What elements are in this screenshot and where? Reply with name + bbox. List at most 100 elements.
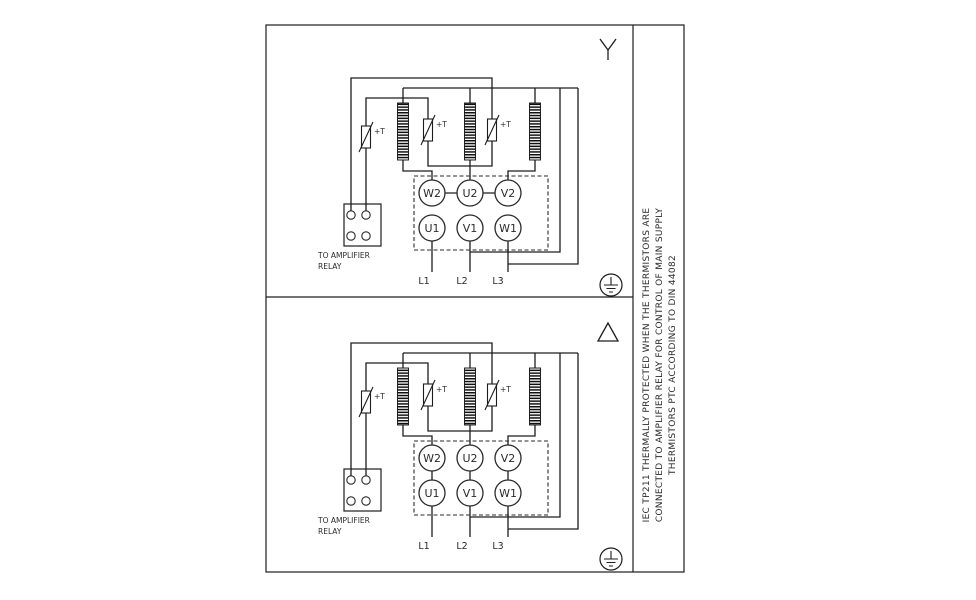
thermistor-feed-wire xyxy=(350,77,493,204)
thermistor-2-diagonal xyxy=(420,114,436,146)
terminal-u2-label: U2 xyxy=(462,452,477,465)
outer-border xyxy=(265,24,685,573)
winding-coil-2 xyxy=(464,367,476,426)
thermistor-3-diagonal xyxy=(484,379,500,411)
thermistor-3-label: +T xyxy=(500,120,511,129)
supply-wires xyxy=(431,241,509,272)
terminal-board-outline xyxy=(413,175,549,251)
connector-pin xyxy=(361,231,371,241)
terminal-w1 xyxy=(494,479,522,507)
motor-windings xyxy=(397,367,541,426)
right-return-wire-2 xyxy=(508,88,579,265)
terminal-v1-label: V1 xyxy=(463,487,478,500)
winding-to-w2-wire xyxy=(402,160,433,180)
relay-pin-stubs xyxy=(350,204,367,211)
thermistor-2-diagonal xyxy=(420,379,436,411)
thermistor-1 xyxy=(360,125,372,149)
connector-pin xyxy=(361,475,371,485)
terminal-v1 xyxy=(456,479,484,507)
right-return-wire-1 xyxy=(470,88,561,253)
amplifier-relay-connector: TO AMPLIFIER RELAY xyxy=(317,203,382,271)
connector-pin xyxy=(361,210,371,220)
terminal-u1 xyxy=(418,214,446,242)
supply-l3-label: L3 xyxy=(492,541,503,552)
winding-to-v2-wire xyxy=(507,160,536,180)
terminal-v2 xyxy=(494,179,522,207)
thermistor-2 xyxy=(422,118,434,142)
wiring-star xyxy=(350,77,579,272)
terminal-circles: W2 U2 V2 U1 V1 W1 xyxy=(418,444,522,507)
panel-delta: +T +T +T W2 U2 V2 U1 V1 W1 L1 L2 L3 xyxy=(317,321,623,571)
side-note-line3: THERMISTORS PTC ACCORDING TO DIN 44082 xyxy=(668,255,678,476)
side-note-line2: CONNECTED TO AMPLIFIER RELAY FOR CONTROL… xyxy=(655,208,665,522)
drawing-frame xyxy=(265,24,685,573)
thermistor-3 xyxy=(486,118,498,142)
supply-labels: L1 L2 L3 xyxy=(418,276,503,287)
wiring-delta xyxy=(350,342,579,537)
connector-pin xyxy=(346,496,356,506)
winding-top-drops xyxy=(402,88,536,103)
winding-coil-2 xyxy=(464,102,476,161)
thermistor-1-label: +T xyxy=(374,127,385,136)
thermistors: +T +T +T xyxy=(358,379,511,418)
thermistor-1 xyxy=(360,390,372,414)
delta-symbol-icon xyxy=(596,321,620,342)
terminal-w2-label: W2 xyxy=(423,187,441,200)
terminal-u1 xyxy=(418,479,446,507)
winding-coil-1 xyxy=(397,102,409,161)
thermistor-1-diagonal xyxy=(358,121,374,153)
terminal-w2 xyxy=(418,444,446,472)
earth-symbol-icon xyxy=(599,273,623,297)
thermistor-1-diagonal xyxy=(358,386,374,418)
relay-note-line1: TO AMPLIFIER xyxy=(317,516,370,525)
terminal-u2 xyxy=(456,444,484,472)
connector-pin xyxy=(346,231,356,241)
terminal-u2 xyxy=(456,179,484,207)
relay-note-line2: RELAY xyxy=(318,262,342,271)
connector-block xyxy=(343,468,382,512)
connector-block xyxy=(343,203,382,247)
supply-l1-label: L1 xyxy=(418,541,429,552)
thermistors: +T +T +T xyxy=(358,114,511,153)
winding-coil-1 xyxy=(397,367,409,426)
terminal-w1 xyxy=(494,214,522,242)
terminal-w1-label: W1 xyxy=(499,487,517,500)
winding-to-w2-wire xyxy=(402,425,433,445)
winding-coil-3 xyxy=(529,367,541,426)
thermistor-1-label: +T xyxy=(374,392,385,401)
thermistor-feed-wire xyxy=(350,342,493,469)
terminal-circles: W2 U2 V2 U1 V1 W1 xyxy=(418,179,522,242)
terminal-w1-label: W1 xyxy=(499,222,517,235)
thermistor-2-label: +T xyxy=(436,385,447,394)
supply-l3-label: L3 xyxy=(492,276,503,287)
supply-labels: L1 L2 L3 xyxy=(418,541,503,552)
winding-to-v2-wire xyxy=(507,425,536,445)
relay-note-line2: RELAY xyxy=(318,527,342,536)
supply-wires xyxy=(431,506,509,537)
supply-l1-label: L1 xyxy=(418,276,429,287)
right-return-wire-2 xyxy=(508,353,579,530)
connector-pin xyxy=(346,210,356,220)
supply-l2-label: L2 xyxy=(456,541,467,552)
right-return-wire-1 xyxy=(470,353,561,518)
thermistor-3-label: +T xyxy=(500,385,511,394)
thermistor-3 xyxy=(486,383,498,407)
terminal-v2 xyxy=(494,444,522,472)
winding-coil-3 xyxy=(529,102,541,161)
connector-pin xyxy=(361,496,371,506)
panel-star: +T +T +T W2 U2 V2 U1 V1 W1 L1 L2 L3 xyxy=(317,38,623,297)
thermistor-link-wire-2 xyxy=(365,97,429,126)
motor-windings xyxy=(397,102,541,161)
amplifier-relay-connector: TO AMPLIFIER RELAY xyxy=(317,468,382,536)
star-symbol-icon xyxy=(599,38,617,60)
thermistor-2-label: +T xyxy=(436,120,447,129)
thermistor-2 xyxy=(422,383,434,407)
earth-symbol-icon xyxy=(599,547,623,571)
terminal-u1-label: U1 xyxy=(424,487,439,500)
relay-note-line1: TO AMPLIFIER xyxy=(317,251,370,260)
terminal-w2 xyxy=(418,179,446,207)
supply-l2-label: L2 xyxy=(456,276,467,287)
side-note-line1: IEC TP211 THERMALLY PROTECTED WHEN THE T… xyxy=(642,208,652,523)
terminal-u1-label: U1 xyxy=(424,222,439,235)
